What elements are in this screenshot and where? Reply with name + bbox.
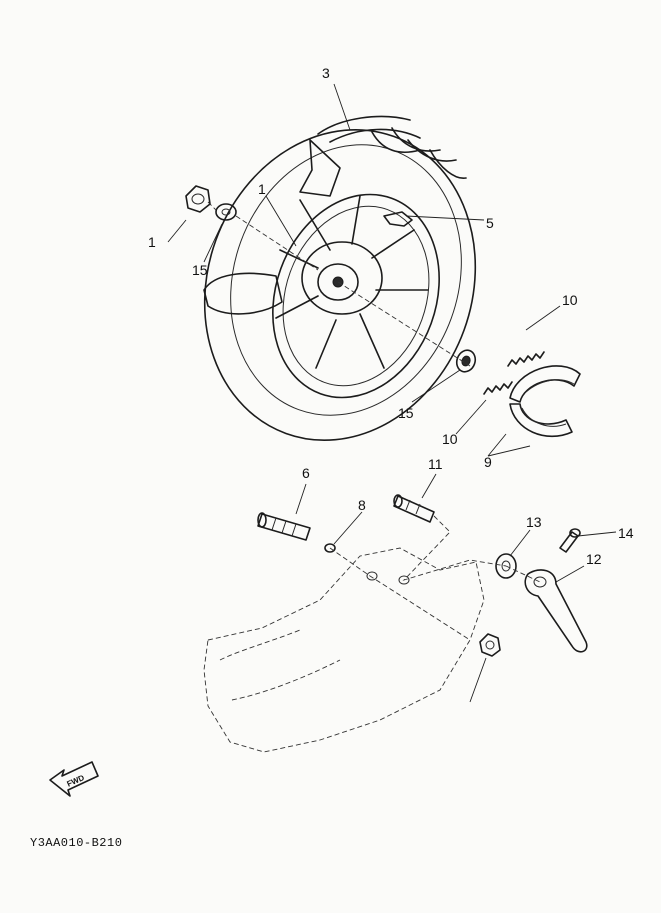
callout-1-nut: 1 bbox=[148, 234, 156, 250]
transmission-case-outline bbox=[203, 547, 485, 753]
axle-nut-lower bbox=[479, 633, 501, 657]
leader-lines bbox=[167, 83, 617, 703]
callout-14: 14 bbox=[618, 525, 634, 541]
lever-bolt bbox=[559, 528, 581, 553]
tire-tread bbox=[317, 115, 467, 179]
callout-12: 12 bbox=[586, 551, 602, 567]
indicator-plate bbox=[495, 553, 517, 579]
rear-wheel-tire-assembly bbox=[203, 115, 477, 441]
camshaft-lever bbox=[524, 569, 588, 653]
callout-3: 3 bbox=[322, 65, 330, 81]
wheel-spokes bbox=[275, 195, 429, 369]
brake-spring-lower bbox=[483, 381, 513, 395]
washer-left bbox=[215, 203, 237, 221]
brake-shoes bbox=[509, 365, 581, 437]
camshaft bbox=[257, 512, 311, 541]
forward-direction-arrow: FWD bbox=[49, 761, 99, 797]
callout-9: 9 bbox=[484, 454, 492, 470]
tire bbox=[203, 129, 477, 441]
callout-10-upper: 10 bbox=[562, 292, 578, 308]
tire-cutaway-left bbox=[203, 272, 283, 315]
callout-1-hub: 1 bbox=[258, 181, 266, 197]
hub-face bbox=[317, 263, 359, 301]
callout-10-lower: 10 bbox=[442, 431, 458, 447]
brake-cam-shaft bbox=[393, 494, 435, 523]
o-ring bbox=[324, 543, 336, 553]
callout-6: 6 bbox=[302, 465, 310, 481]
wheel-hub bbox=[301, 241, 383, 315]
wheel-rim bbox=[272, 193, 440, 399]
assembly-lines bbox=[207, 201, 541, 641]
axle-nut-left bbox=[185, 185, 211, 213]
air-valve bbox=[383, 211, 413, 227]
diagram-code: Y3AA010-B210 bbox=[30, 836, 122, 850]
tire-cutaway-top bbox=[299, 139, 341, 197]
callout-11: 11 bbox=[428, 456, 443, 472]
callout-8: 8 bbox=[358, 497, 366, 513]
callout-13: 13 bbox=[526, 514, 542, 530]
callout-15-seal: 15 bbox=[398, 405, 414, 421]
brake-spring-upper bbox=[507, 351, 545, 367]
oil-seal bbox=[455, 349, 477, 373]
callout-labels: 3 1 1 15 5 10 15 10 9 6 11 8 13 14 12 bbox=[148, 65, 634, 567]
callout-5: 5 bbox=[486, 215, 494, 231]
callout-15-washer: 15 bbox=[192, 262, 208, 278]
wheel-rim-inner bbox=[282, 205, 430, 387]
